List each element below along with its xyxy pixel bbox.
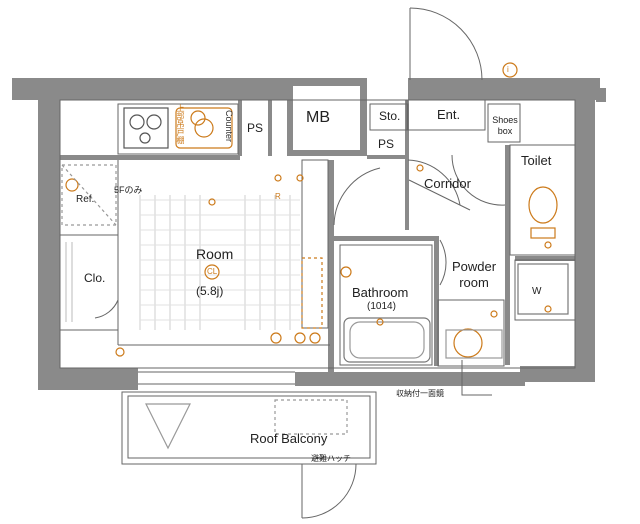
reset-r-label: R	[275, 192, 281, 201]
refrigerator-label: Ref.	[76, 194, 95, 205]
storage-label: Sto.	[379, 109, 401, 123]
walls	[12, 78, 606, 390]
fifth-floor-note: 5Fのみ	[114, 185, 143, 195]
powder-room-line1: Powder	[451, 259, 497, 274]
bathroom-label: Bathroom	[352, 285, 409, 300]
washer-label: W	[532, 286, 542, 297]
roof-balcony-label: Roof Balcony	[250, 431, 328, 446]
upper-cabinet-note: 上部吊戸棚	[176, 104, 185, 144]
entrance-label: Ent.	[437, 107, 461, 122]
room-size-label: (5.8j)	[196, 284, 224, 298]
closet-label: Clo.	[84, 271, 106, 285]
room-floor-lines	[140, 199, 300, 321]
bathroom-code-label: (1014)	[367, 301, 396, 312]
room-label: Room	[196, 246, 234, 262]
shoes-box-line2: box	[497, 126, 513, 136]
ceiling-light-label: CL	[207, 267, 218, 276]
closet-hatch	[65, 242, 73, 322]
counter-label: Counter	[224, 110, 234, 143]
ps-entry-label: PS	[378, 137, 395, 151]
powder-room-line2: room	[459, 275, 489, 290]
shoes-box-line1: Shoes	[492, 115, 518, 125]
ps-top-label: PS	[247, 121, 264, 135]
shoes-box-label: Shoes box	[490, 116, 520, 136]
toilet-label: Toilet	[521, 153, 552, 168]
room-floor	[139, 195, 291, 330]
powder-room-label: Powder room	[446, 260, 502, 289]
info-marker-label: i	[507, 65, 509, 74]
mb-label: MB	[306, 109, 330, 126]
fixtures	[61, 62, 569, 450]
annotation-leader	[461, 360, 492, 396]
storage-shelf-note: 収納付一面鏡	[396, 389, 444, 398]
fire-escape-note: 避難ハッチ	[311, 454, 351, 463]
interior-lines	[59, 7, 576, 519]
corridor-label: Corridor	[424, 176, 471, 191]
